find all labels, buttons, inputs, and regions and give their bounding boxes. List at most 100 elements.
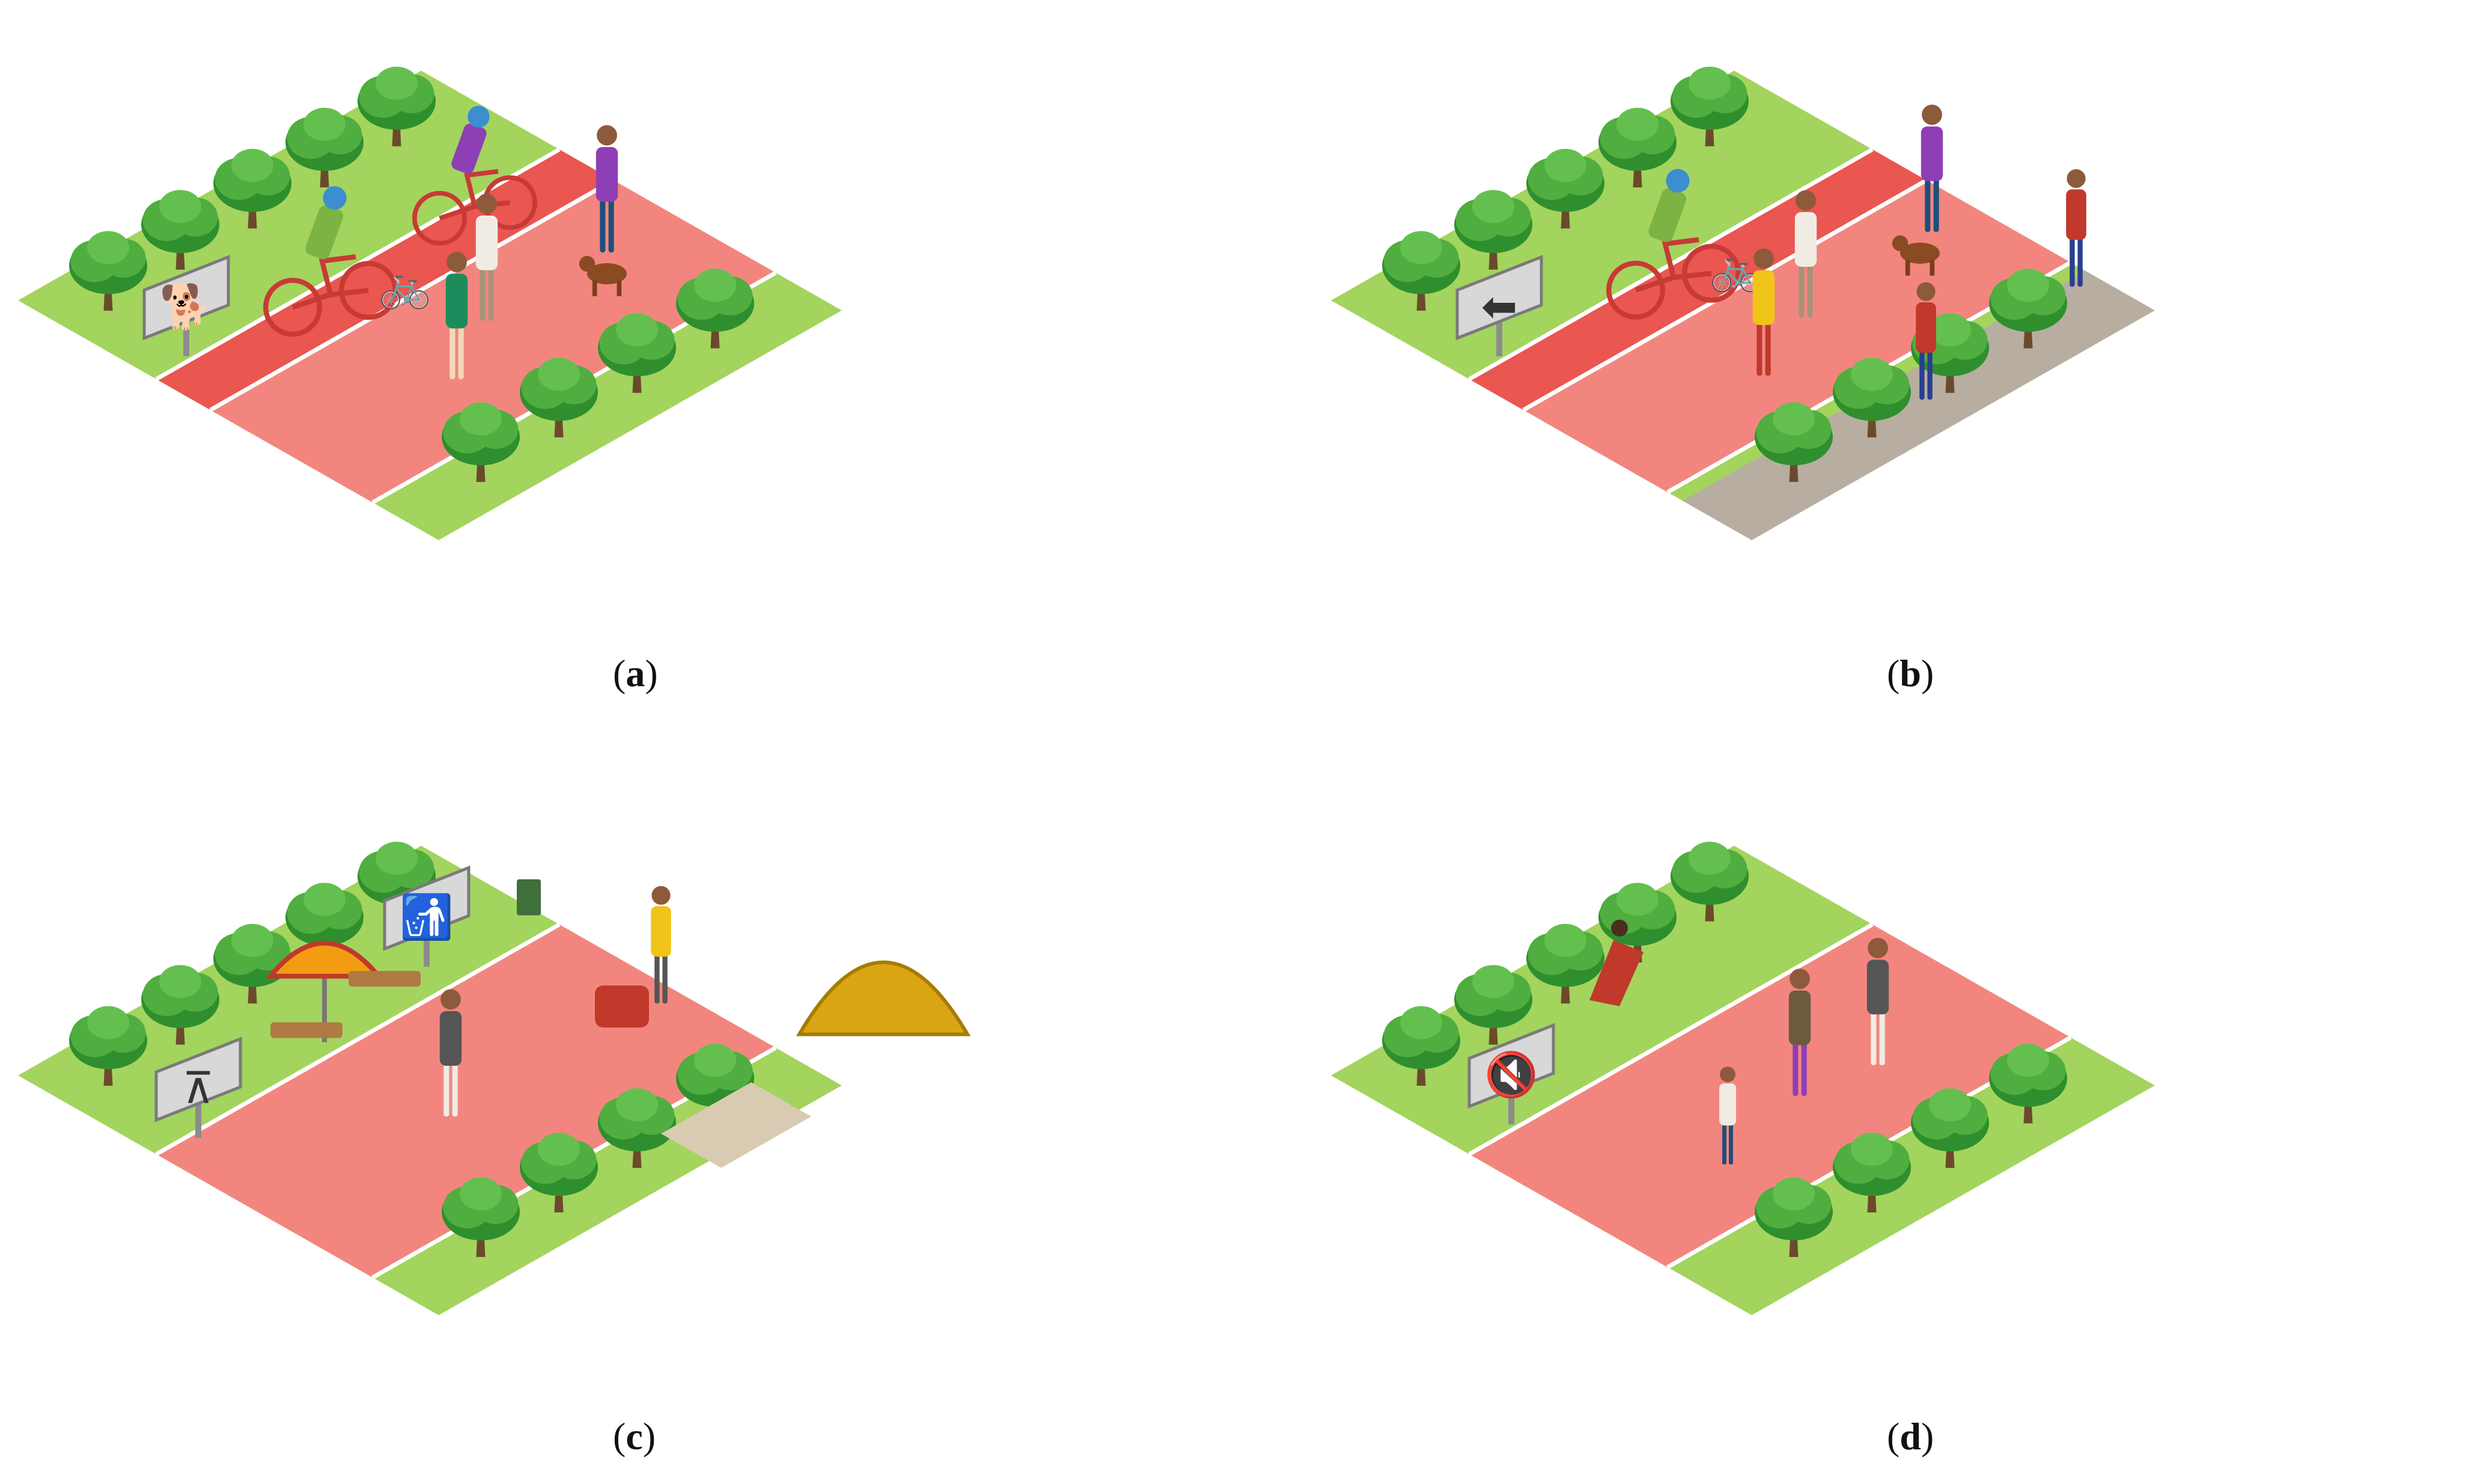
person-leg-right xyxy=(662,953,668,1004)
tree-crown-top xyxy=(1472,965,1514,999)
bike-frame xyxy=(291,254,369,310)
tree-crown-top xyxy=(460,402,502,436)
tree-icon xyxy=(1526,148,1604,229)
tree-icon xyxy=(285,883,364,962)
bike-wheel-front xyxy=(338,261,398,320)
person-head xyxy=(2067,169,2086,188)
person-head xyxy=(651,886,671,905)
tree-icon xyxy=(213,148,291,229)
caption-paren-open: ( xyxy=(1887,1415,1900,1458)
dog-head xyxy=(579,255,596,272)
tree-icon xyxy=(1989,1044,2067,1124)
deck-chair-person xyxy=(1611,919,1628,937)
tree-icon xyxy=(69,231,147,311)
tree-crown-top xyxy=(1929,313,1971,347)
parasol-canopy xyxy=(265,940,384,979)
dog-leg xyxy=(592,280,597,296)
tree-crown-top xyxy=(538,1133,580,1166)
caption-label: a xyxy=(626,652,645,695)
person-head xyxy=(1796,190,1816,211)
tree-crown-top xyxy=(87,231,129,264)
tree-icon xyxy=(358,67,436,147)
tree-icon xyxy=(520,357,598,437)
bicycle-icon: 🚲 xyxy=(379,261,431,311)
person-torso xyxy=(1719,1083,1736,1126)
tree-crown-top xyxy=(694,269,736,302)
walking-man-icon xyxy=(439,989,462,1117)
person-torso xyxy=(1794,212,1817,267)
bike-wheel-rear xyxy=(412,190,468,246)
bike-wheel-front xyxy=(1681,243,1741,303)
panel-caption-a: (a) xyxy=(613,651,658,696)
person-leg-left xyxy=(2070,236,2075,287)
cyclist-torso xyxy=(1648,188,1687,243)
caption-paren-close: ) xyxy=(1921,652,1934,695)
person-leg-left xyxy=(1793,1041,1799,1096)
bike-wheel-rear xyxy=(1606,260,1666,320)
person-leg-right xyxy=(1927,349,1933,400)
child-icon xyxy=(1719,1066,1736,1165)
dog-icon xyxy=(1892,235,1940,276)
person-leg-right xyxy=(1729,1122,1733,1165)
walking-woman-icon xyxy=(1788,969,1811,1096)
tree-icon xyxy=(358,842,436,922)
person-torso xyxy=(651,906,671,957)
person-head xyxy=(446,252,467,272)
panel-d: 🔇 xyxy=(1331,842,2155,1315)
cyclist-torso xyxy=(305,205,344,260)
cyclist-helmet xyxy=(468,106,490,128)
person-head xyxy=(1790,969,1810,990)
sign-board xyxy=(1455,255,1543,341)
dog-body xyxy=(1900,242,1940,264)
tree-icon xyxy=(1454,190,1532,270)
person-torso xyxy=(596,147,618,202)
dog-leg xyxy=(1930,260,1935,276)
person-leg-left xyxy=(1756,321,1762,376)
bike-lane xyxy=(156,149,614,410)
tree-icon xyxy=(1382,231,1460,311)
person-head xyxy=(597,125,617,146)
dog-body xyxy=(587,263,627,285)
tree-crown-top xyxy=(1544,148,1586,182)
tree-crown-top xyxy=(1773,402,1815,436)
person-head xyxy=(477,193,497,214)
tree-crown-top xyxy=(1616,883,1659,916)
person-leg-left xyxy=(449,324,455,380)
person-head xyxy=(1916,282,1936,301)
tree-icon xyxy=(1833,1133,1911,1212)
tree-crown-top xyxy=(694,1044,736,1077)
parasol-icon xyxy=(265,940,384,1042)
walking-woman-icon xyxy=(445,252,468,380)
tree-crown-top xyxy=(616,1088,658,1122)
person-head xyxy=(440,989,461,1010)
person-torso xyxy=(475,215,498,270)
no-noise-sign-icon: 🔇 xyxy=(1467,1023,1555,1125)
cyclist-helmet xyxy=(323,186,347,210)
dog-leg xyxy=(617,280,622,296)
sign-glyph: ⊼ xyxy=(183,1063,215,1113)
lane-edge xyxy=(1468,922,1874,1157)
tree-crown-top xyxy=(376,67,418,100)
caption-paren-close: ) xyxy=(1921,1415,1934,1458)
tree-crown-top xyxy=(2007,269,2049,302)
tree-icon xyxy=(1454,965,1532,1045)
walking-woman-icon xyxy=(1752,248,1775,376)
caption-paren-close: ) xyxy=(645,652,658,695)
caption-label: d xyxy=(1900,1415,1921,1458)
person-leg-left xyxy=(654,953,660,1004)
tree-icon xyxy=(598,1088,676,1168)
no-dog-sign-icon: 🐕 xyxy=(142,255,230,356)
person-torso xyxy=(1916,302,1936,353)
tree-icon xyxy=(1755,1177,1833,1257)
cyclist-helmet xyxy=(1666,169,1690,193)
person-torso xyxy=(445,273,468,329)
runner-icon xyxy=(2066,169,2086,287)
walking-man-icon xyxy=(1866,938,1889,1065)
person-leg-left xyxy=(600,198,606,253)
sign-glyph: ⬅ xyxy=(1481,281,1517,332)
caption-paren-open: ( xyxy=(613,652,626,695)
tree-icon xyxy=(1989,269,2067,348)
tree-icon xyxy=(1833,357,1911,437)
tree-crown-top xyxy=(1773,1177,1815,1211)
